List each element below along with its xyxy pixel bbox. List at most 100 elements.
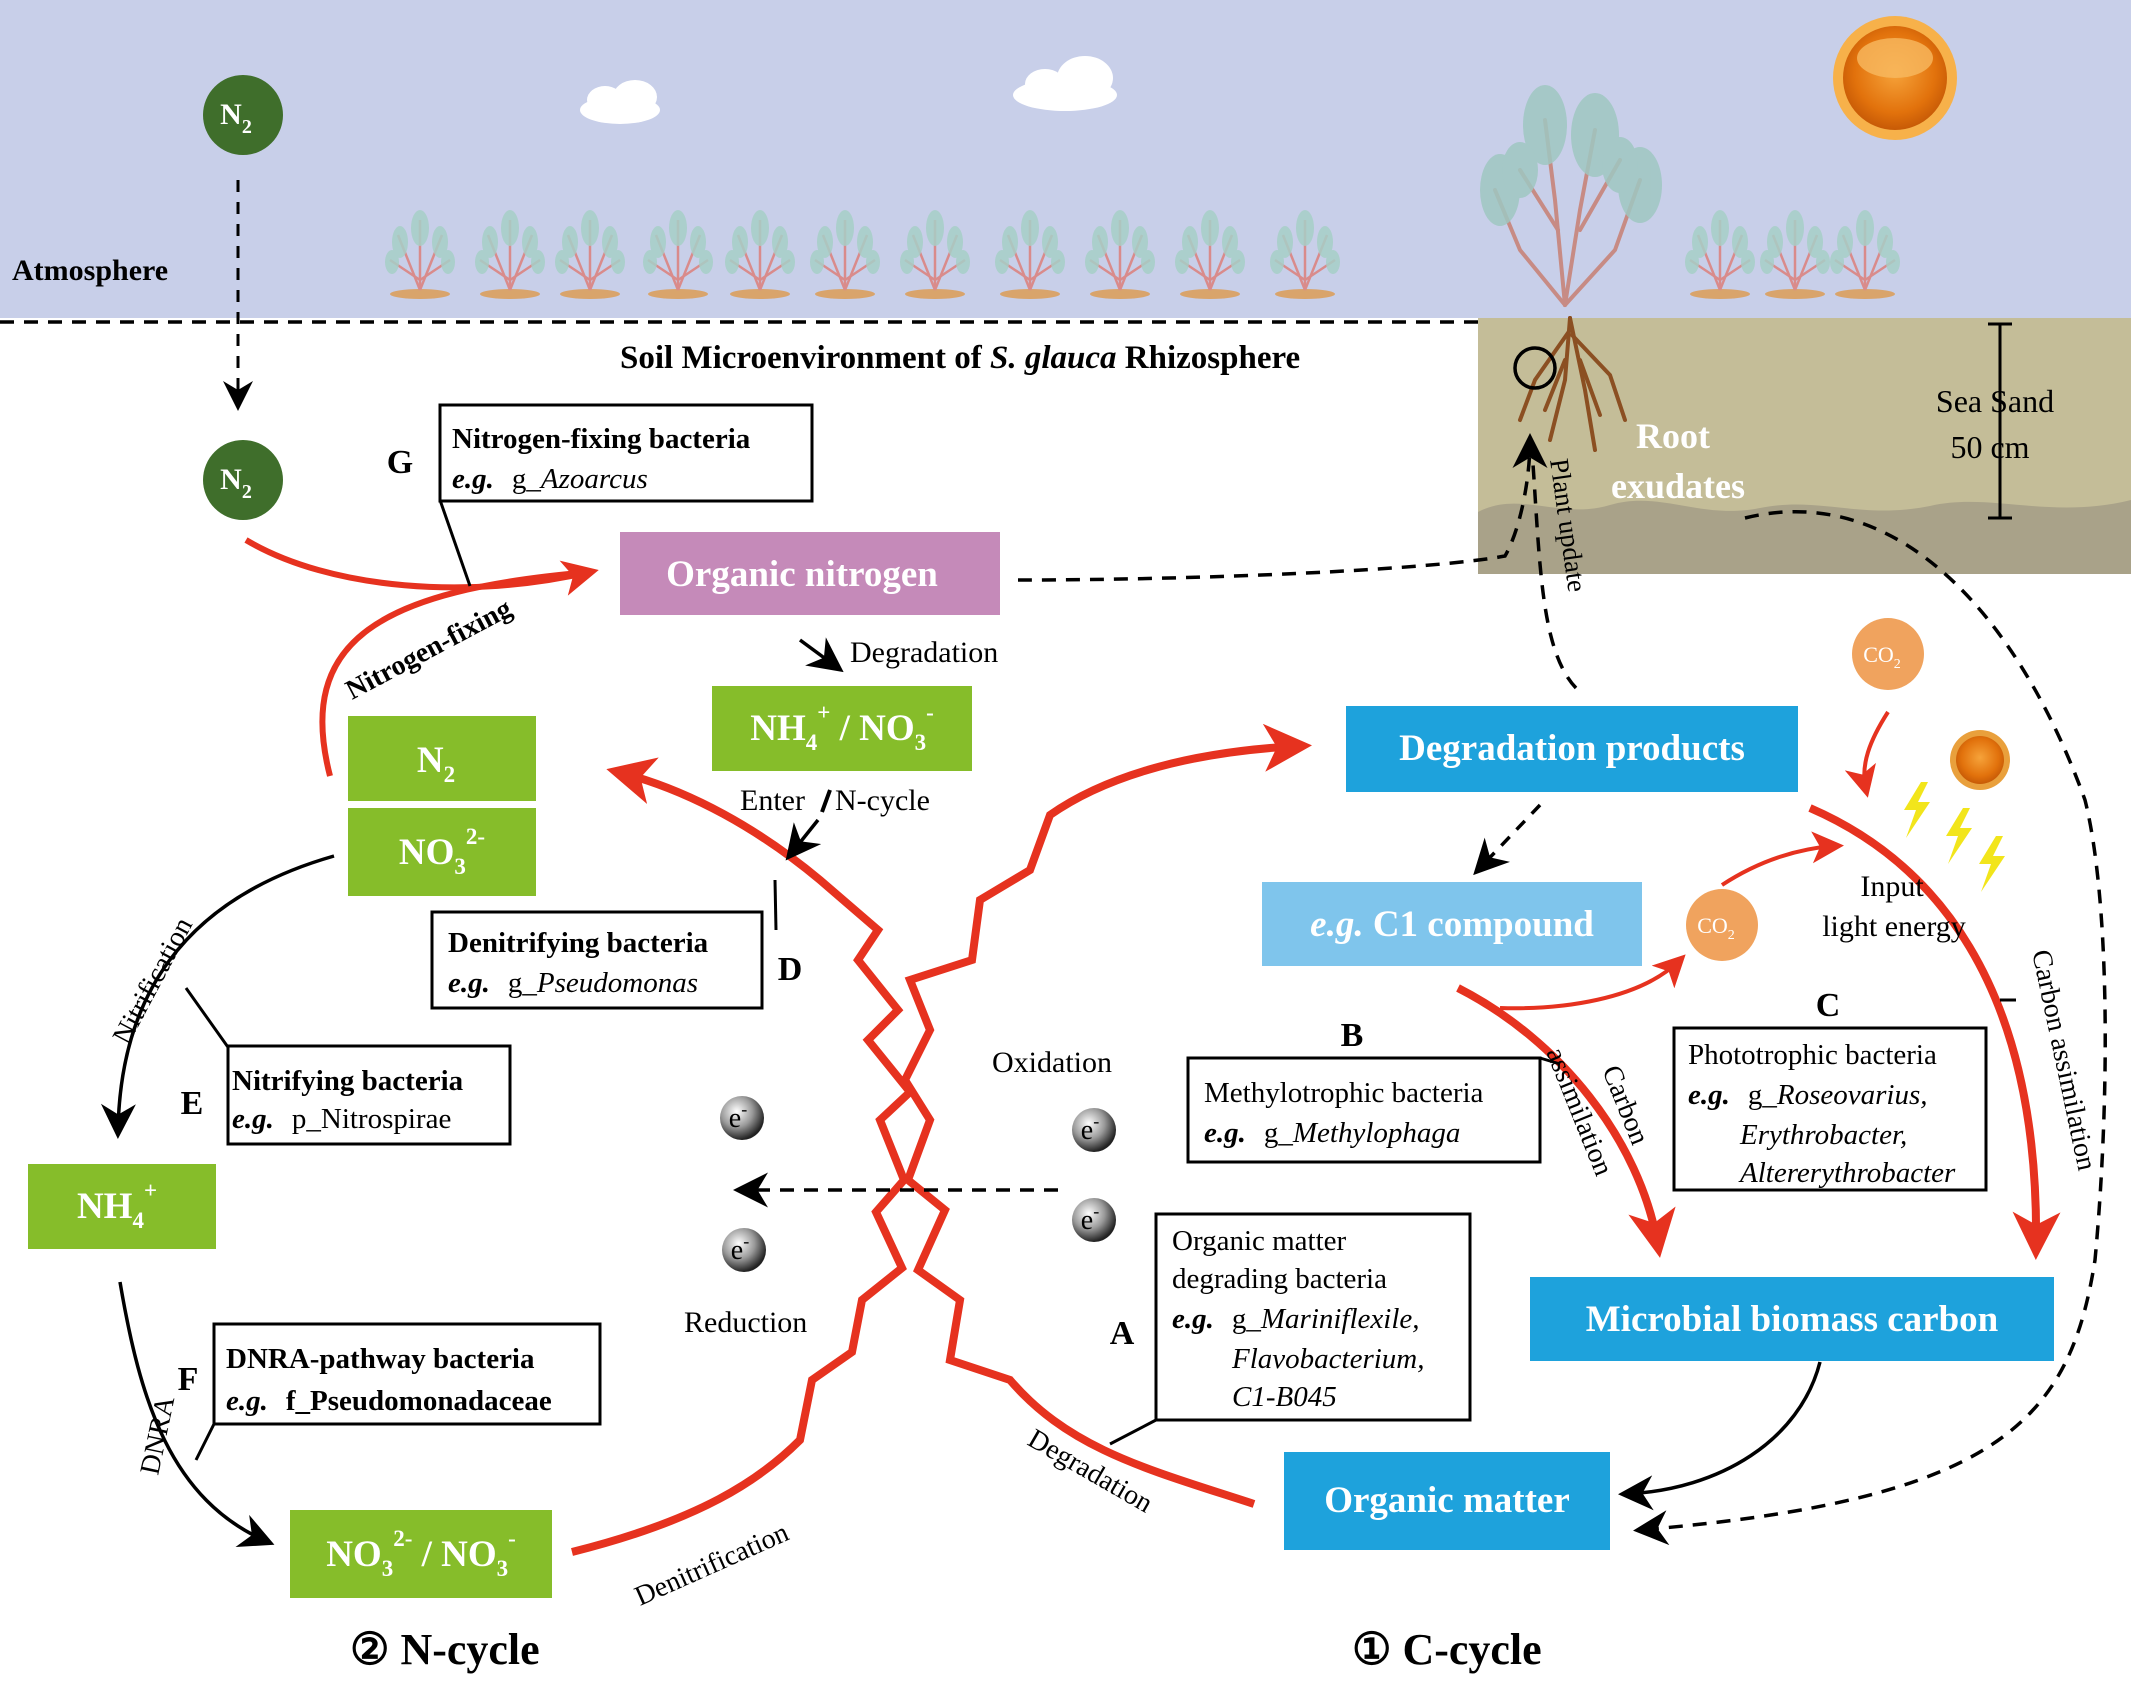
bacteria-a-taxa: e.g.g_Mariniflexile,: [1172, 1303, 1420, 1335]
bacteria-box-e: Nitrifying bacteria e.g.p_Nitrospirae E: [181, 1044, 512, 1146]
no3-box-label: NO32-: [399, 824, 485, 879]
bacteria-f-taxa: e.g.f_Pseudomonadaceae: [226, 1385, 552, 1417]
phototrophic-carbon-assimilation-arrow: [1808, 804, 2061, 1260]
c1-compound-text: C1 compound: [1364, 904, 1595, 945]
shrub-icon: [1270, 210, 1340, 299]
bacteria-eg: e.g.: [452, 463, 494, 495]
bacteria-box-a: Organic matter degrading bacteria e.g.g_…: [1110, 1212, 1472, 1422]
co2-text: CO: [1697, 913, 1728, 938]
organic-nitrogen-label: Organic nitrogen: [666, 554, 938, 595]
bacteria-eg: e.g.: [448, 967, 490, 999]
n-cycle-title: ② N-cycle: [350, 1625, 540, 1674]
nh4-box-text: NH: [77, 1186, 133, 1227]
bacteria-taxa: Mariniflexile,: [1260, 1303, 1420, 1335]
electron-text: e: [731, 1235, 743, 1266]
cloud-icon: [580, 80, 660, 124]
svg-text:e-: e-: [1081, 1111, 1099, 1146]
bacteria-a-taxa3: C1-B045: [1232, 1381, 1337, 1413]
bacteria-letter-a: A: [1110, 1315, 1135, 1352]
dnra-arrow: [118, 1281, 275, 1548]
organic-matter-box: Organic matter: [1284, 1452, 1610, 1550]
nitrification-label: Nitrification: [107, 913, 199, 1050]
electron-sup: -: [743, 1231, 749, 1251]
c1-carbon-assimilation-arrow: [1456, 984, 1676, 1258]
input-light-label: Input: [1860, 870, 1924, 903]
no3-no3-sub: 3: [382, 1556, 394, 1581]
bacteria-connectors: [184, 499, 2016, 1461]
bacteria-eg: e.g.: [1204, 1117, 1246, 1149]
electron-icon: e-: [1072, 1108, 1116, 1152]
electron-sup: -: [1093, 1201, 1099, 1221]
no3-no3-label: NO32- / NO3-: [326, 1526, 516, 1581]
organic-matter-label: Organic matter: [1324, 1480, 1570, 1521]
electron-text: e: [1081, 1205, 1093, 1236]
shrub-icon: [995, 210, 1065, 299]
denitrification-arrow: [571, 757, 916, 1556]
no3-no3-sup: 2-: [393, 1526, 412, 1551]
n2-text: N: [220, 98, 242, 131]
bacteria-eg: e.g.: [1688, 1079, 1730, 1111]
degradation-bottom-label: Degradation: [1023, 1423, 1158, 1519]
nh4-box: NH4+: [28, 1164, 216, 1249]
soil-bottom-wave: [1478, 500, 2131, 574]
bacteria-box-b: Methylotrophic bacteria e.g.g_Methylopha…: [1186, 1017, 1542, 1164]
electron-sup: -: [741, 1099, 747, 1119]
no3-no3-part: / NO: [412, 1534, 496, 1575]
n2-atmosphere-circle: N2: [203, 75, 283, 155]
nitrification-arrow: [100, 854, 335, 1139]
no3-box-text: NO: [399, 832, 455, 873]
nh4-no3-part: / NO: [830, 708, 914, 749]
shrub-icon: [1830, 210, 1900, 299]
svg-text:N2: N2: [220, 463, 252, 503]
bacteria-b-taxa: e.g.g_Methylophaga: [1204, 1117, 1460, 1149]
electron-icon: e-: [722, 1228, 766, 1272]
electron-icon: e-: [1072, 1198, 1116, 1242]
soil-title-part: Rhizosphere: [1117, 340, 1301, 376]
c-cycle-title: ① C-cycle: [1352, 1625, 1542, 1674]
bacteria-d-taxa: e.g. g_Pseudomonas: [448, 967, 698, 999]
bacteria-box-f: DNRA-pathway bacteria e.g.f_Pseudomonada…: [178, 1322, 602, 1426]
nitrogen-fixing-label: Nitrogen-fixing: [341, 593, 517, 706]
denitrification-label: Denitrification: [630, 1517, 793, 1612]
bacteria-eg: e.g.: [226, 1385, 268, 1417]
nitrogen-fixing-arrow: [319, 569, 591, 777]
bacteria-c-title: Phototrophic bacteria: [1688, 1039, 1937, 1071]
bacteria-taxa: Pseudomonas: [536, 967, 698, 999]
n2-text: N: [220, 463, 242, 496]
bacteria-b-title: Methylotrophic bacteria: [1204, 1077, 1484, 1109]
shrub-icon: [1685, 210, 1755, 299]
svg-text:e-: e-: [1081, 1201, 1099, 1236]
no3-box-sup: 2-: [466, 824, 485, 849]
large-plant-icon: [1480, 85, 1662, 452]
c1-to-co2-arrow: [1499, 954, 1686, 1011]
products-to-c1-arrow: [1473, 803, 1542, 876]
shrub-icon: [1175, 210, 1245, 299]
root-exudates-label: exudates: [1611, 466, 1745, 506]
bacteria-rank: g_: [508, 967, 538, 999]
enter-n-cycle-divider: [820, 789, 832, 813]
bacteria-rank: g_: [1264, 1117, 1294, 1149]
shrub-icon: [643, 210, 713, 299]
nh4-no3-label: NH4+ / NO3-: [750, 700, 934, 755]
bacteria-letter-g: G: [387, 444, 413, 481]
bacteria-letter-c: C: [1816, 987, 1841, 1024]
nh4-box-sup: +: [144, 1178, 157, 1203]
bacteria-c-taxa3: Altererythrobacter: [1738, 1157, 1956, 1189]
bacteria-c-taxa2: Erythrobacter,: [1739, 1119, 1907, 1151]
bacteria-box-d: Denitrifying bacteria e.g.g_Pseudomonas …: [430, 910, 802, 1010]
shrub-icon: [1085, 210, 1155, 299]
bacteria-c-taxa: e.g.g_Roseovarius,: [1688, 1079, 1928, 1111]
soil-title-species: S. glauca: [990, 340, 1117, 376]
carbon-assimilation-right-label: Carbon assimilation: [2025, 947, 2102, 1173]
bacteria-letter-f: F: [178, 1361, 199, 1398]
no3-no3-box: NO32- / NO3-: [290, 1510, 552, 1598]
shrub-icon: [810, 210, 880, 299]
root-exudates-loop-arrow: [1633, 510, 2107, 1546]
nh4-box-label: NH4+: [77, 1178, 157, 1233]
carbon-assimilation-label: assimilation: [1540, 1043, 1619, 1180]
bacteria-rank: g_: [512, 463, 542, 495]
bacteria-e-title: Nitrifying bacteria: [232, 1065, 464, 1097]
cloud-icon: [1013, 56, 1117, 111]
electron-text: e: [1081, 1115, 1093, 1146]
